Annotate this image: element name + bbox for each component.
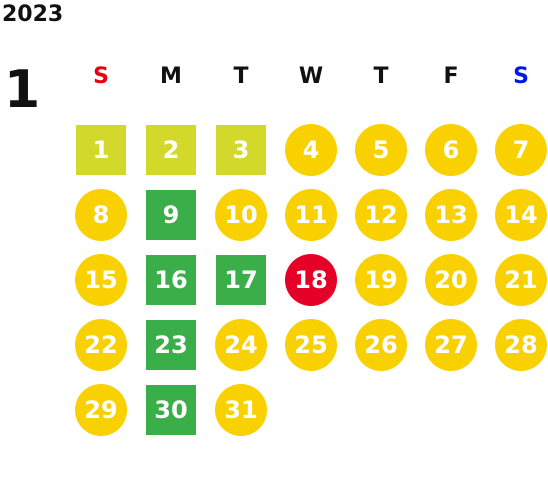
weekday-label: M	[160, 64, 182, 89]
day-24[interactable]: 24	[215, 319, 267, 371]
day-10[interactable]: 10	[215, 189, 267, 241]
day-13[interactable]: 13	[425, 189, 477, 241]
day-25[interactable]: 25	[285, 319, 337, 371]
weekday-label: S	[93, 64, 109, 89]
day-15[interactable]: 15	[75, 254, 127, 306]
day-14[interactable]: 14	[495, 189, 547, 241]
day-6[interactable]: 6	[425, 124, 477, 176]
day-29[interactable]: 29	[75, 384, 127, 436]
day-3[interactable]: 3	[216, 125, 266, 175]
day-7[interactable]: 7	[495, 124, 547, 176]
day-31[interactable]: 31	[215, 384, 267, 436]
weekday-label: T	[373, 64, 389, 89]
day-28[interactable]: 28	[495, 319, 547, 371]
month-number: 1	[4, 60, 41, 120]
day-8[interactable]: 8	[75, 189, 127, 241]
weekday-label: W	[298, 64, 324, 89]
day-21[interactable]: 21	[495, 254, 547, 306]
weekday-label: S	[513, 64, 529, 89]
day-5[interactable]: 5	[355, 124, 407, 176]
weekday-label: F	[443, 64, 459, 89]
day-20[interactable]: 20	[425, 254, 477, 306]
day-30[interactable]: 30	[146, 385, 196, 435]
weekday-label: T	[233, 64, 249, 89]
day-4[interactable]: 4	[285, 124, 337, 176]
day-2[interactable]: 2	[146, 125, 196, 175]
day-27[interactable]: 27	[425, 319, 477, 371]
day-23[interactable]: 23	[146, 320, 196, 370]
day-16[interactable]: 16	[146, 255, 196, 305]
year-label: 2023	[2, 2, 64, 27]
day-17[interactable]: 17	[216, 255, 266, 305]
day-22[interactable]: 22	[75, 319, 127, 371]
day-9[interactable]: 9	[146, 190, 196, 240]
day-19[interactable]: 19	[355, 254, 407, 306]
day-26[interactable]: 26	[355, 319, 407, 371]
day-18[interactable]: 18	[285, 254, 337, 306]
day-1[interactable]: 1	[76, 125, 126, 175]
day-12[interactable]: 12	[355, 189, 407, 241]
day-11[interactable]: 11	[285, 189, 337, 241]
